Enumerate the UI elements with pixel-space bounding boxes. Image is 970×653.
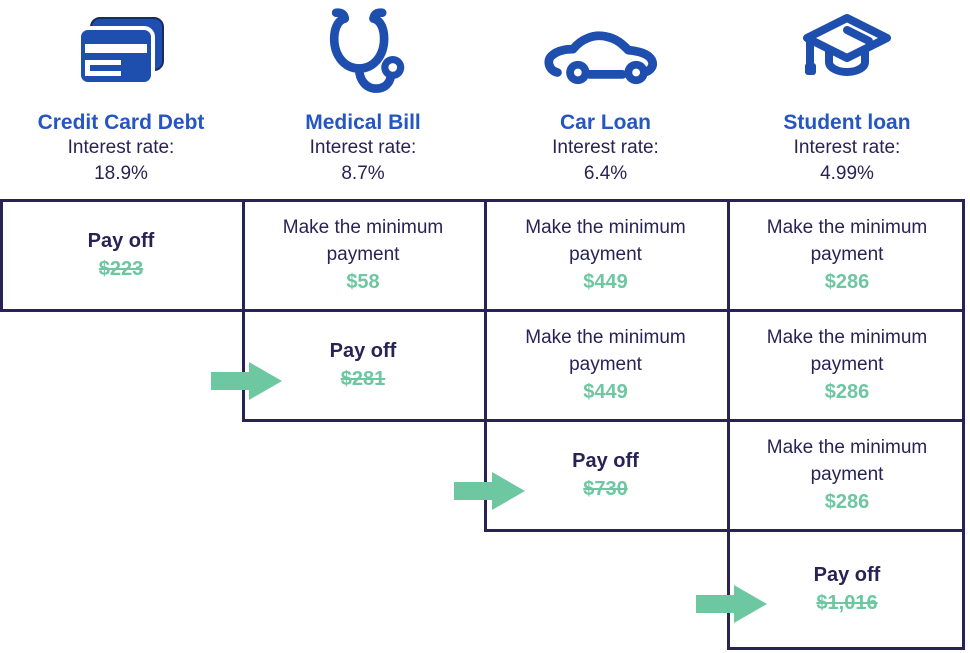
cell-minimum-medical-bill: Make the minimum payment $58 — [242, 200, 484, 310]
table-border-left-col1 — [0, 199, 3, 312]
payoff-label: Pay off — [572, 449, 639, 472]
cell-payoff-credit-card: Pay off $223 — [0, 200, 242, 310]
arrow-right-icon — [211, 362, 282, 400]
minimum-payment-amount: $449 — [583, 381, 628, 403]
minimum-payment-amount: $449 — [583, 271, 628, 293]
column-title: Student loan — [783, 111, 911, 134]
interest-rate-value: 4.99% — [820, 163, 874, 184]
payoff-amount: $1,016 — [816, 591, 878, 614]
interest-rate-value: 18.9% — [94, 163, 148, 184]
payoff-amount: $730 — [583, 477, 628, 500]
minimum-payment-amount: $286 — [824, 271, 870, 293]
column-title: Medical Bill — [305, 111, 421, 134]
minimum-payment-label: Make the minimum payment — [766, 437, 928, 485]
table-border-left-col3 — [484, 199, 487, 532]
cell-payoff-car-loan: Pay off $730 — [484, 420, 727, 530]
arrow-right-icon — [696, 585, 767, 623]
minimum-payment-label: Make the minimum payment — [282, 217, 444, 265]
interest-rate-label: Interest rate: — [67, 137, 175, 158]
table-border-right — [962, 199, 965, 650]
table-border-left-col2 — [242, 199, 245, 422]
interest-rate-label: Interest rate: — [793, 137, 901, 158]
interest-rate-label: Interest rate: — [309, 137, 417, 158]
stethoscope-icon — [315, 4, 411, 106]
cell-minimum-car-loan: Make the minimum payment $449 — [484, 310, 727, 420]
minimum-payment-label: Make the minimum payment — [525, 217, 686, 265]
graduation-cap-icon — [797, 4, 897, 106]
column-title: Credit Card Debt — [37, 111, 205, 134]
column-header-car-loan: Car Loan Interest rate: 6.4% — [484, 0, 727, 198]
minimum-payment-amount: $286 — [824, 491, 870, 513]
credit-card-icon — [71, 4, 171, 106]
car-icon — [538, 4, 674, 106]
table-border-left-col4 — [727, 199, 730, 650]
minimum-payment-label: Make the minimum payment — [766, 217, 928, 265]
cell-payoff-student-loan: Pay off $1,016 — [727, 530, 967, 648]
payoff-amount: $223 — [98, 257, 144, 280]
payoff-label: Pay off — [87, 229, 155, 252]
table-border-row4-bottom — [727, 647, 965, 650]
table-border-row1-bottom — [0, 309, 965, 312]
payoff-label: Pay off — [813, 563, 881, 586]
table-border-top — [0, 199, 965, 202]
cell-payoff-medical-bill: Pay off $281 — [242, 310, 484, 420]
column-title: Car Loan — [559, 111, 651, 134]
minimum-payment-amount: $58 — [346, 271, 380, 293]
interest-rate-value: 8.7% — [341, 163, 385, 184]
cell-minimum-student-loan: Make the minimum payment $286 — [727, 200, 967, 310]
interest-rate-label: Interest rate: — [552, 137, 659, 158]
cell-minimum-student-loan: Make the minimum payment $286 — [727, 310, 967, 420]
minimum-payment-label: Make the minimum payment — [766, 327, 928, 375]
payoff-label: Pay off — [329, 339, 397, 362]
arrow-right-icon — [454, 472, 525, 510]
column-header-student-loan: Student loan Interest rate: 4.99% — [727, 0, 967, 198]
column-header-credit-card: Credit Card Debt Interest rate: 18.9% — [0, 0, 242, 198]
table-border-row2-bottom — [242, 419, 965, 422]
minimum-payment-amount: $286 — [824, 381, 870, 403]
cell-minimum-car-loan: Make the minimum payment $449 — [484, 200, 727, 310]
column-header-medical-bill: Medical Bill Interest rate: 8.7% — [242, 0, 484, 198]
table-border-row3-bottom — [484, 529, 965, 532]
minimum-payment-label: Make the minimum payment — [525, 327, 686, 375]
interest-rate-value: 6.4% — [583, 163, 628, 184]
cell-minimum-student-loan: Make the minimum payment $286 — [727, 420, 967, 530]
payoff-amount: $281 — [340, 367, 386, 390]
